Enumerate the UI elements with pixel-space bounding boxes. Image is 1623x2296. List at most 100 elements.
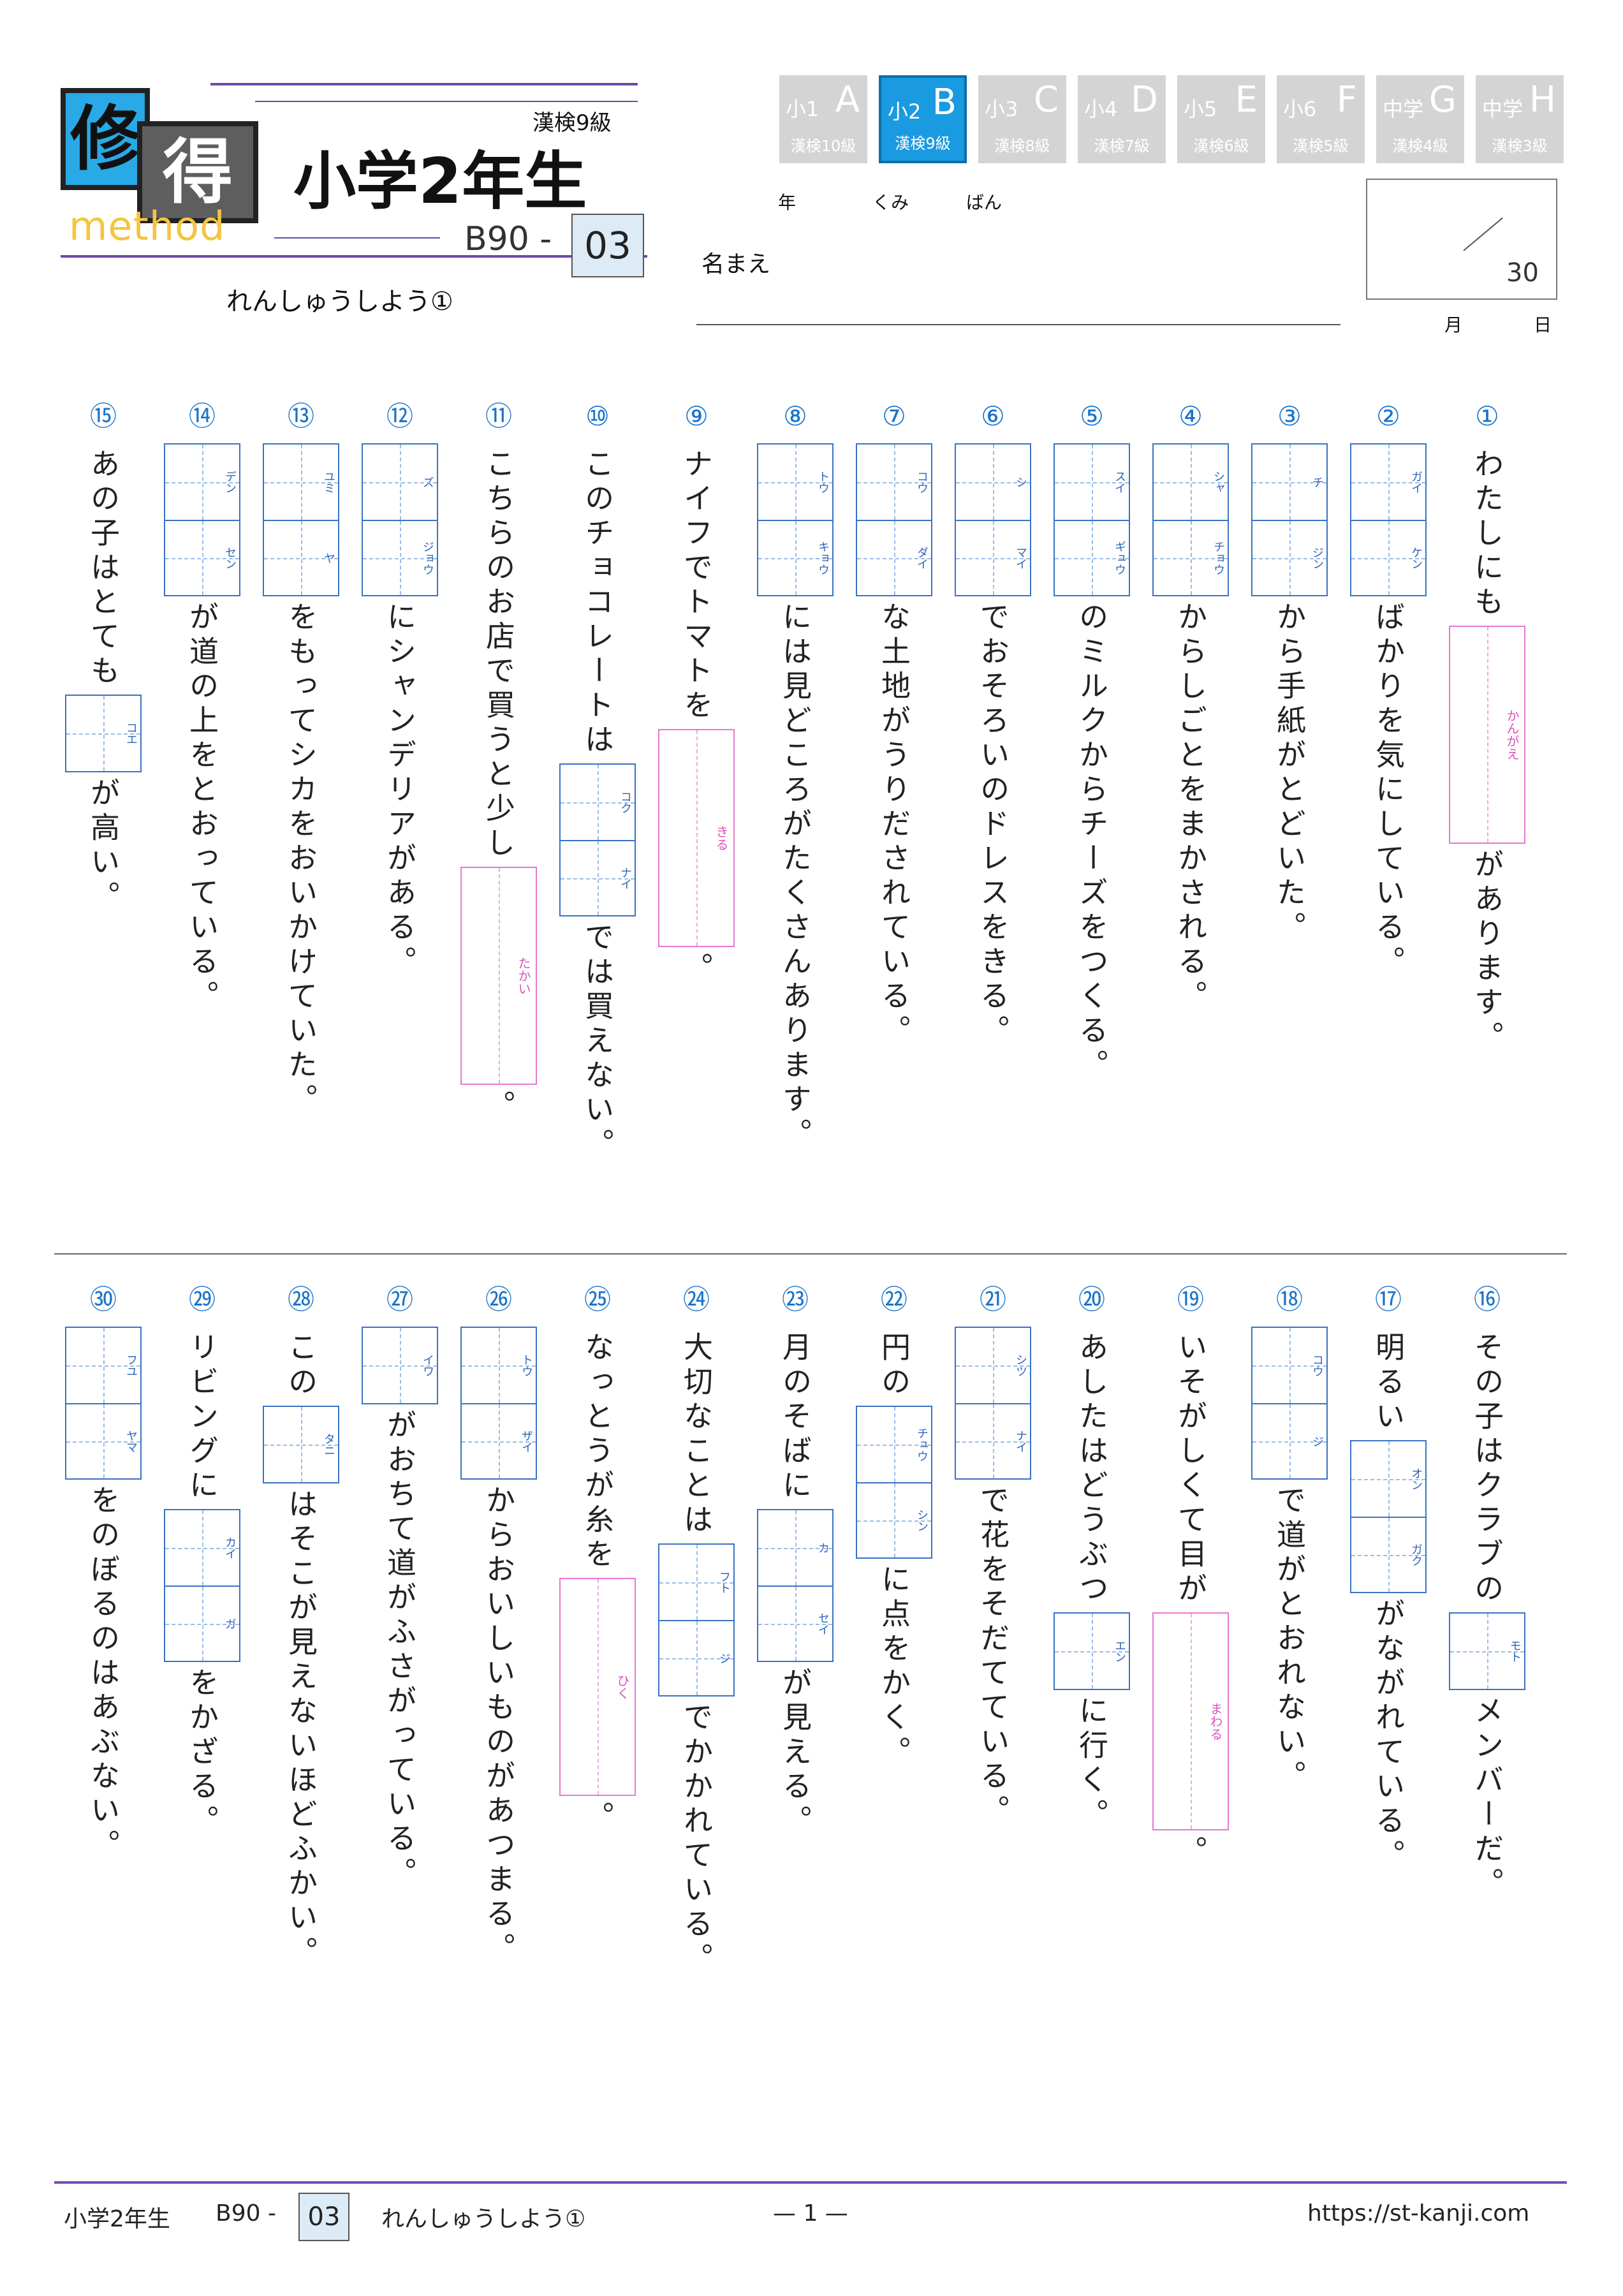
- kanji-answer-cell[interactable]: ナイ: [561, 840, 635, 915]
- kanji-answer-cell[interactable]: ガ: [165, 1586, 239, 1661]
- kanji-answer-box[interactable]: シャチョウ: [1152, 443, 1229, 596]
- kanji-answer-box[interactable]: エン: [1054, 1612, 1130, 1690]
- name-field[interactable]: [696, 324, 1340, 325]
- kanji-answer-cell[interactable]: ユミ: [264, 445, 338, 520]
- kanji-answer-box[interactable]: デンセン: [164, 443, 240, 596]
- kanji-answer-cell[interactable]: カイ: [165, 1510, 239, 1586]
- kanji-answer-cell[interactable]: セン: [165, 520, 239, 595]
- kanji-answer-cell[interactable]: ヤマ: [66, 1403, 140, 1478]
- question-number: ⑰: [1374, 1284, 1402, 1315]
- okurigana-answer-box[interactable]: ひく: [559, 1578, 636, 1796]
- kanji-answer-cell[interactable]: エン: [1055, 1614, 1129, 1689]
- kanji-answer-cell[interactable]: ガイ: [1351, 445, 1425, 520]
- kanji-answer-cell[interactable]: マイ: [956, 520, 1030, 595]
- kanji-answer-cell[interactable]: セイ: [758, 1586, 832, 1661]
- kanji-answer-cell[interactable]: モト: [1450, 1614, 1524, 1689]
- footer-subtitle: れんしゅうしよう①: [381, 2206, 586, 2232]
- kanji-answer-cell[interactable]: キョウ: [758, 520, 832, 595]
- kanji-answer-cell[interactable]: ジン: [1252, 520, 1326, 595]
- kanji-answer-cell[interactable]: トウ: [758, 445, 832, 520]
- kanji-answer-box[interactable]: スイギュウ: [1054, 443, 1130, 596]
- kanji-answer-cell[interactable]: トウ: [462, 1328, 536, 1403]
- kanji-answer-box[interactable]: チュウシン: [856, 1406, 932, 1559]
- kanji-answer-cell[interactable]: コウ: [1252, 1328, 1326, 1403]
- question-number: ⑩: [585, 401, 610, 432]
- kanji-answer-box[interactable]: イワ: [362, 1327, 438, 1404]
- kanji-answer-cell[interactable]: ヤ: [264, 520, 338, 595]
- kanji-answer-cell[interactable]: ズ: [363, 445, 437, 520]
- kanji-answer-box[interactable]: コクナイ: [559, 763, 636, 916]
- kanji-answer-cell[interactable]: シャ: [1154, 445, 1228, 520]
- grade-tab-grade: 小4: [1084, 97, 1118, 121]
- kanji-answer-box[interactable]: タニ: [263, 1406, 339, 1483]
- reading-hint: キョウ: [816, 521, 830, 595]
- kanji-answer-cell[interactable]: イワ: [363, 1328, 437, 1403]
- kanji-answer-box[interactable]: ユミヤ: [263, 443, 339, 596]
- okurigana-answer-box[interactable]: かんがえ: [1449, 626, 1525, 844]
- kanji-answer-cell[interactable]: コウ: [857, 445, 931, 520]
- kanji-answer-cell[interactable]: ガク: [1351, 1517, 1425, 1592]
- question-text: 。: [1173, 1836, 1208, 1870]
- kanji-answer-box[interactable]: フユヤマ: [65, 1327, 142, 1480]
- class-label: くみ: [872, 192, 909, 213]
- site-url[interactable]: https://st-kanji.com: [1307, 2200, 1530, 2226]
- kanji-answer-box[interactable]: モト: [1449, 1612, 1525, 1690]
- kanji-answer-cell[interactable]: シン: [857, 1482, 931, 1557]
- kanji-answer-cell[interactable]: フユ: [66, 1328, 140, 1403]
- kanji-answer-box[interactable]: コエ: [65, 695, 142, 772]
- kanji-answer-box[interactable]: ガイケン: [1350, 443, 1427, 596]
- kanji-answer-box[interactable]: フトジ: [658, 1543, 735, 1696]
- okurigana-answer-box[interactable]: きる: [658, 729, 735, 947]
- reading-text: カイ: [223, 1536, 237, 1559]
- kanji-answer-cell[interactable]: ジョウ: [363, 520, 437, 595]
- hint-text: たかい: [516, 957, 531, 995]
- kanji-answer-cell[interactable]: シ: [956, 445, 1030, 520]
- kanji-answer-cell[interactable]: ダイ: [857, 520, 931, 595]
- kanji-answer-box[interactable]: カイガ: [164, 1509, 240, 1662]
- kanji-answer-cell[interactable]: カ: [758, 1510, 832, 1586]
- kanji-answer-cell[interactable]: ジ: [659, 1620, 733, 1695]
- kanji-answer-cell[interactable]: タニ: [264, 1407, 338, 1482]
- kanji-answer-cell[interactable]: コエ: [66, 696, 140, 771]
- kanji-answer-cell[interactable]: フト: [659, 1545, 733, 1620]
- kanji-answer-cell[interactable]: シツ: [956, 1328, 1030, 1403]
- kanji-answer-cell[interactable]: ジ: [1252, 1403, 1326, 1478]
- kanji-answer-box[interactable]: トウキョウ: [757, 443, 834, 596]
- okurigana-answer-box[interactable]: まわる: [1152, 1612, 1229, 1830]
- kanji-answer-box[interactable]: トウザイ: [460, 1327, 537, 1480]
- kanji-answer-cell[interactable]: チョウ: [1154, 520, 1228, 595]
- kanji-answer-cell[interactable]: ケン: [1351, 520, 1425, 595]
- kanji-answer-box[interactable]: チジン: [1251, 443, 1328, 596]
- score-box[interactable]: [1366, 179, 1557, 300]
- kanji-answer-cell[interactable]: ナイ: [956, 1403, 1030, 1478]
- kanji-answer-cell[interactable]: ザイ: [462, 1403, 536, 1478]
- kanji-answer-cell[interactable]: オン: [1351, 1441, 1425, 1517]
- kanji-answer-cell[interactable]: デン: [165, 445, 239, 520]
- year-label: 年: [778, 192, 797, 213]
- okurigana-answer-box[interactable]: たかい: [460, 867, 537, 1085]
- kanji-answer-cell[interactable]: スイ: [1055, 445, 1129, 520]
- kanji-answer-box[interactable]: ズジョウ: [362, 443, 438, 596]
- reading-text: タニ: [322, 1433, 335, 1456]
- grade-tab-grade: 小3: [985, 97, 1018, 121]
- kanji-answer-box[interactable]: カセイ: [757, 1509, 834, 1662]
- kanji-answer-cell[interactable]: チュウ: [857, 1407, 931, 1482]
- kanji-answer-cell[interactable]: チ: [1252, 445, 1326, 520]
- kanji-answer-box[interactable]: オンガク: [1350, 1440, 1427, 1593]
- kanji-answer-box[interactable]: コウジ: [1251, 1327, 1328, 1480]
- kanji-answer-cell[interactable]: コク: [561, 765, 635, 840]
- kanji-answer-box[interactable]: シマイ: [955, 443, 1031, 596]
- kanji-answer-cell[interactable]: ギュウ: [1055, 520, 1129, 595]
- kanji-answer-box[interactable]: シツナイ: [955, 1327, 1031, 1480]
- kanji-answer-box[interactable]: コウダイ: [856, 443, 932, 596]
